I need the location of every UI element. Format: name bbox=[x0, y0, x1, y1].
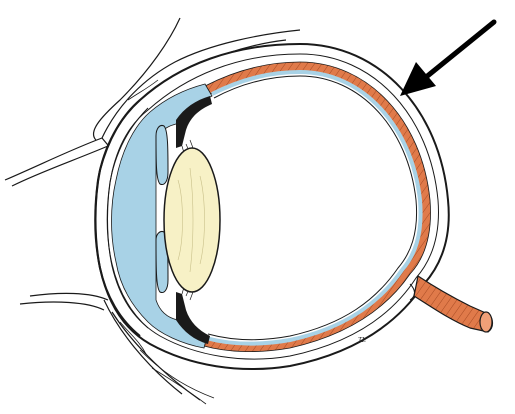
optic-disc bbox=[409, 283, 415, 301]
lens-texture bbox=[177, 167, 205, 273]
lens bbox=[163, 147, 221, 293]
artist-signature: TL bbox=[358, 336, 366, 344]
cornea-inner bbox=[106, 107, 149, 329]
arrow-icon bbox=[400, 19, 497, 96]
inner-fluid-lining bbox=[205, 69, 423, 346]
lower-eyelid bbox=[19, 292, 215, 405]
iris-upper bbox=[155, 125, 169, 185]
cornea bbox=[94, 99, 141, 337]
ciliary-body-upper bbox=[176, 96, 212, 148]
vitreous-boundary bbox=[207, 75, 418, 341]
optic-nerve-end bbox=[479, 311, 493, 333]
ciliary-body-lower bbox=[176, 292, 210, 344]
iris-lower bbox=[155, 231, 169, 293]
